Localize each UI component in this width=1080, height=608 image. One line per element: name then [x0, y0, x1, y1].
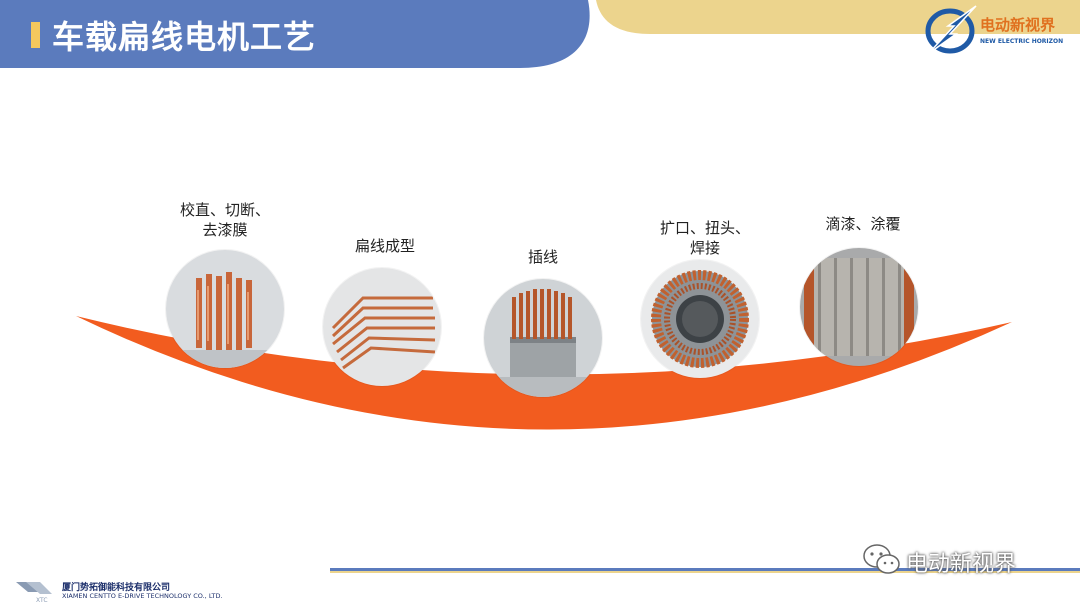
- watermark: 电动新视界: [858, 540, 1068, 580]
- brand-logo: 电动新视界 NEW ELECTRIC HORIZON: [920, 4, 1080, 58]
- page-title: 车载扁线电机工艺: [52, 18, 317, 56]
- photo-stator-twist-weld: [641, 260, 759, 378]
- company-name-en: XIAMEN CENTTO E-DRIVE TECHNOLOGY CO., LT…: [62, 592, 223, 600]
- wechat-icon: [863, 544, 900, 574]
- step-label-coating: 滴漆、涂覆: [808, 214, 918, 234]
- step-label-straighten: 校直、切断、 去漆膜: [160, 200, 290, 240]
- step-label-line: 扁线成型: [354, 237, 415, 255]
- step-label-line: 扩口、扭头、: [659, 219, 750, 237]
- step-label-line: 校直、切断、: [179, 201, 270, 219]
- lightning-globe-icon: [925, 5, 977, 55]
- company-logo-text: XTC: [36, 597, 48, 604]
- title-marker: [31, 22, 40, 48]
- step-label-line: 滴漆、涂覆: [825, 215, 901, 233]
- step-label-insertion: 插线: [503, 247, 583, 267]
- photo-formed-hairpin-wires: [323, 268, 441, 386]
- photo-coated-stator: [800, 248, 918, 366]
- brand-name-cn: 电动新视界: [980, 16, 1056, 34]
- brand-name-en: NEW ELECTRIC HORIZON: [980, 38, 1064, 45]
- company-footer: XTC 厦门势拓御能科技有限公司 XIAMEN CENTTO E-DRIVE T…: [14, 578, 244, 604]
- step-label-line: 焊接: [689, 239, 720, 257]
- step-label-twist-weld: 扩口、扭头、 焊接: [640, 218, 770, 258]
- watermark-text: 电动新视界: [906, 552, 1017, 577]
- header-background: [0, 0, 1080, 68]
- step-label-forming: 扁线成型: [330, 236, 440, 256]
- step-label-line: 插线: [527, 248, 558, 266]
- company-name-cn: 厦门势拓御能科技有限公司: [62, 583, 171, 593]
- company-logo-icon: XTC: [16, 582, 52, 604]
- step-label-line: 去漆膜: [202, 221, 248, 239]
